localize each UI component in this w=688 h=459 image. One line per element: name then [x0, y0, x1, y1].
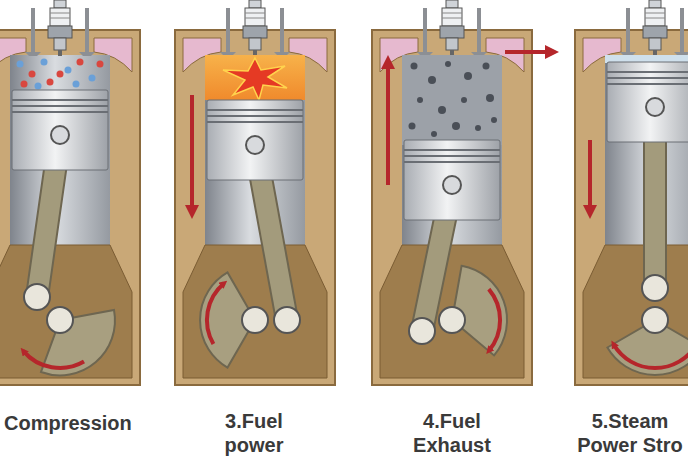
stage-label: 4.Fuel Exhaust [402, 409, 502, 457]
cylinder-steam [575, 0, 688, 385]
stage-label: 5.Steam Power Stro [576, 409, 684, 457]
fuel-mixture [17, 59, 104, 90]
stage-label: 3.Fuel power [204, 409, 304, 457]
motion-arrows [192, 52, 590, 212]
cylinder-power [175, 0, 335, 385]
cylinder-exhaust [372, 0, 532, 385]
stage-label: Compression [4, 411, 144, 435]
exhaust-gas [409, 61, 498, 137]
explosion [223, 58, 287, 100]
cylinder-compression [0, 0, 140, 385]
